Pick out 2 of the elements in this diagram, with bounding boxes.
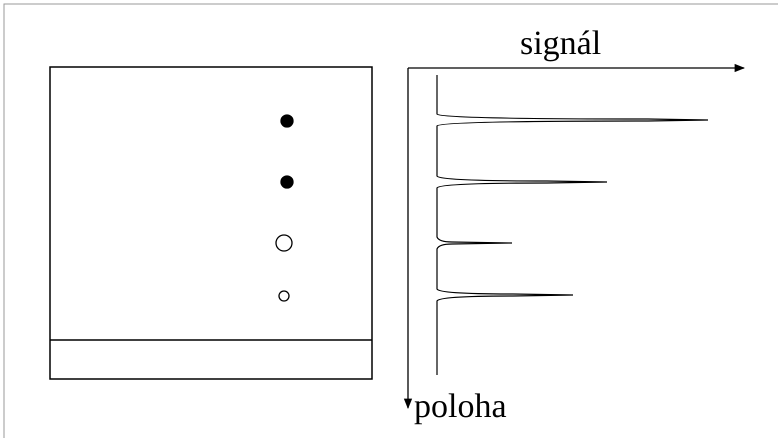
axis-label: poloha [414, 390, 507, 424]
axis-label: signál [520, 27, 602, 61]
